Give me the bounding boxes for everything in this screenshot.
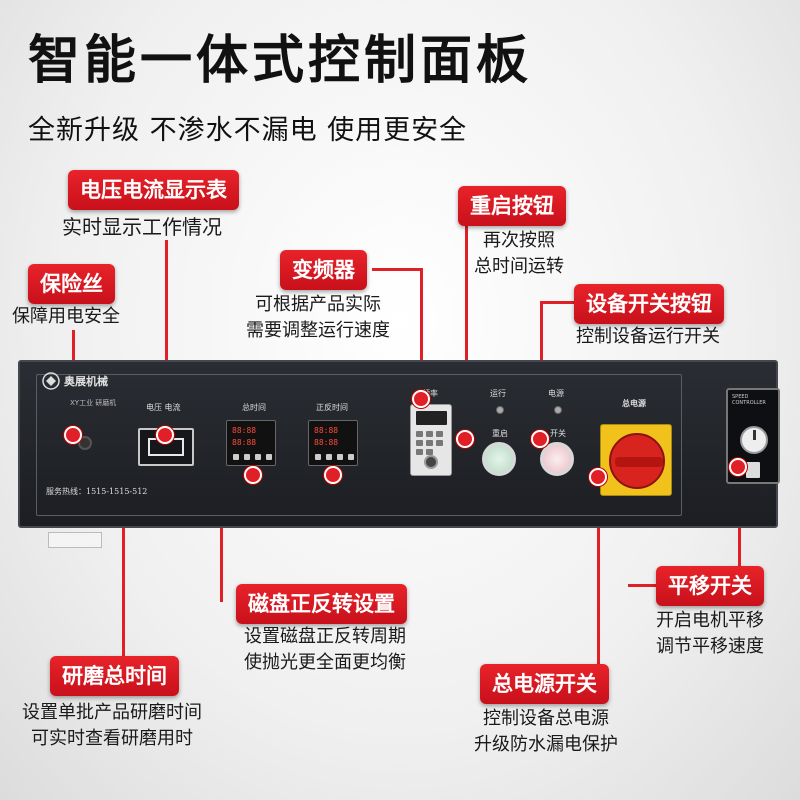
meter-label: 电压 电流 [146,403,181,412]
desc-main-power: 控制设备总电源 升级防水漏电保护 [474,706,618,758]
timer-digits-bottom: 88:88 [232,438,257,447]
device-switch-button[interactable] [540,442,574,476]
marker-fuse [64,426,82,444]
desc-meter: 实时显示工作情况 [62,214,222,240]
inverter-display [416,411,447,425]
desc-restart: 再次按照 总时间运转 [474,228,564,280]
restart-button[interactable] [482,442,516,476]
fuse-holder[interactable] [78,436,92,450]
run-indicator-light [496,406,504,414]
brand-emblem-icon [42,372,60,390]
desc-translate-line-1: 开启电机平移 [656,610,764,631]
desc-fuse: 保障用电安全 [12,304,120,330]
panel-inner-frame [36,374,682,516]
desc-inverter: 可根据产品实际 需要调整运行速度 [246,292,390,344]
inverter-keys[interactable] [416,431,447,455]
desc-fuse-line-1: 保障用电安全 [12,306,120,327]
timer2-buttons[interactable] [315,454,354,460]
marker-translate [729,458,747,476]
brand-name: 奥展机械 [64,375,108,388]
timer2-digits-top: 88:88 [314,426,339,435]
label-restart: 重启按钮 [458,186,566,226]
timer-digits-top: 88:88 [232,426,257,435]
speed-knob[interactable] [740,426,768,454]
marker-inverter [412,390,430,408]
brand-logo: 奥展机械 [42,372,108,390]
desc-grind-line-2: 可实时查看研磨用时 [31,728,193,749]
panel-bottom-plate [48,532,102,548]
fwd-rev-timer[interactable]: 88:88 88:88 [308,420,358,466]
desc-restart-line-1: 再次按照 [483,230,555,251]
total-time-label: 总时间 [242,403,266,412]
connector-restart [465,208,468,438]
power-indicator-light [554,406,562,414]
desc-translate-line-2: 调节平移速度 [656,636,764,657]
label-disc: 磁盘正反转设置 [236,584,407,624]
desc-device-switch: 控制设备运行开关 [576,324,720,350]
desc-disc-line-2: 使抛光更全面更均衡 [244,652,406,673]
total-time-timer[interactable]: 88:88 88:88 [226,420,276,466]
main-power-label: 总电源 [622,398,646,408]
service-hotline: 服务热线：1515-1515-512 [46,487,148,496]
switch-label: 开关 [550,429,566,438]
label-main-power: 总电源开关 [480,664,609,704]
page-title: 智能一体式控制面板 [28,31,533,91]
desc-translate: 开启电机平移 调节平移速度 [656,608,764,660]
connector-meter [165,240,168,426]
desc-main-power-line-2: 升级防水漏电保护 [474,734,618,755]
run-label: 运行 [490,389,506,398]
desc-disc: 设置磁盘正反转周期 使抛光更全面更均衡 [244,624,406,676]
desc-inverter-line-1: 可根据产品实际 [255,294,381,315]
translate-toggle[interactable] [746,462,760,478]
label-device-switch: 设备开关按钮 [574,284,724,324]
inverter-knob[interactable] [424,455,438,469]
desc-grind: 设置单批产品研磨时间 可实时查看研磨用时 [22,700,202,752]
main-power-handle[interactable] [615,457,663,467]
control-panel: 奥展机械 XY工业 研磨机 服务热线：1515-1515-512 电压 电流 总… [18,360,780,528]
fwd-rev-label: 正反时间 [316,403,348,412]
marker-restart [456,430,474,448]
brand-subtitle: XY工业 研磨机 [70,399,117,407]
connector-disc-v [220,474,223,602]
marker-device-switch [531,430,549,448]
desc-main-power-line-1: 控制设备总电源 [483,708,609,729]
restart-label: 重启 [492,429,508,438]
page-subtitle: 全新升级 不渗水不漏电 使用更安全 [28,115,468,146]
desc-disc-line-1: 设置磁盘正反转周期 [244,626,406,647]
desc-restart-line-2: 总时间运转 [474,256,564,277]
label-grind: 研磨总时间 [50,656,179,696]
label-inverter: 变频器 [280,250,367,290]
label-translate: 平移开关 [656,566,764,606]
connector-grind-v [122,474,125,660]
desc-meter-line-1: 实时显示工作情况 [62,215,222,239]
connector-inverter-v [420,268,423,396]
connector-switch-h [540,301,576,304]
desc-grind-line-1: 设置单批产品研磨时间 [22,702,202,723]
speed-controller-label: SPEED CONTROLLER [732,394,766,406]
marker-meter [156,426,174,444]
timer-buttons[interactable] [233,454,272,460]
main-power-dial[interactable] [609,433,665,489]
freq-label: 频率 [422,389,438,398]
marker-main-power [589,468,607,486]
label-fuse: 保险丝 [28,264,115,304]
power-label: 电源 [548,389,564,398]
connector-inverter-h [372,268,422,271]
frequency-inverter[interactable] [410,404,452,476]
marker-grind-timer [244,466,262,484]
main-power-switch[interactable] [600,424,672,496]
marker-disc-timer [324,466,342,484]
timer2-digits-bottom: 88:88 [314,438,339,447]
label-meter: 电压电流显示表 [68,170,239,210]
desc-device-switch-line-1: 控制设备运行开关 [576,326,720,347]
connector-main-power [597,476,600,670]
desc-inverter-line-2: 需要调整运行速度 [246,320,390,341]
